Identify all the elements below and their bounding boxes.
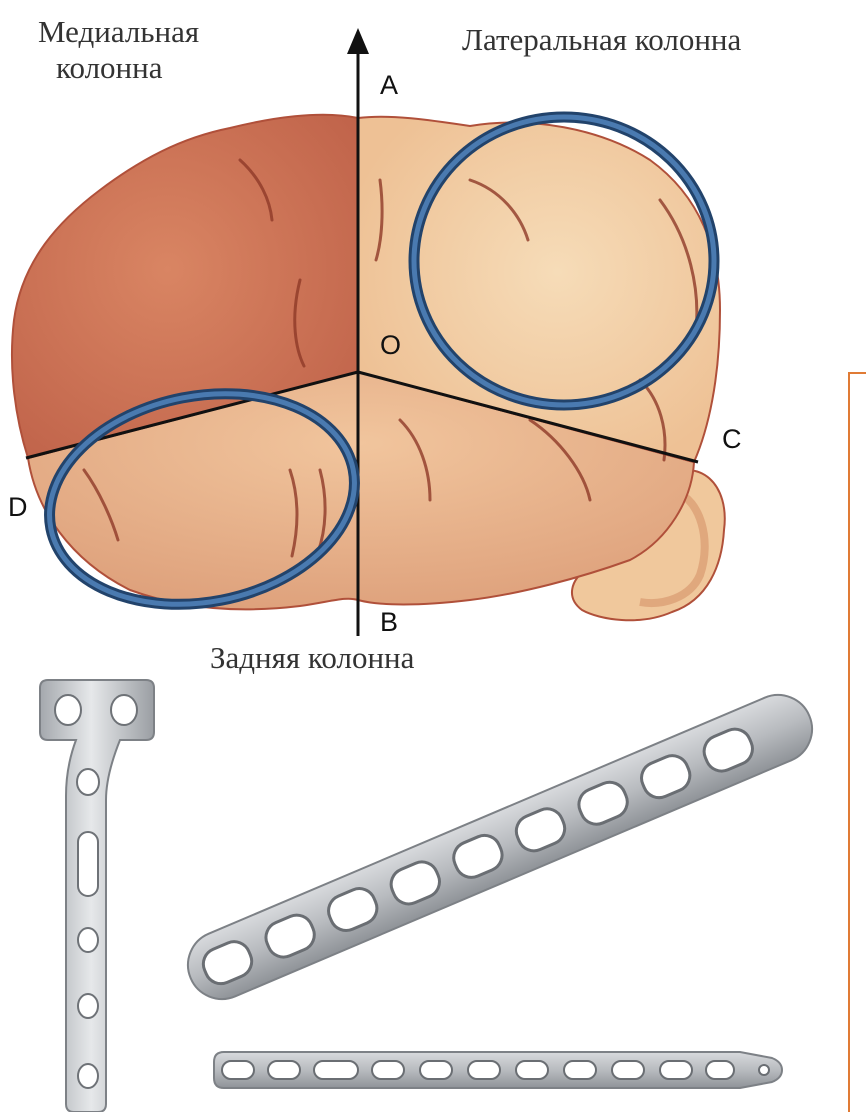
point-a-label: A	[380, 70, 398, 100]
t-plate	[40, 680, 154, 1112]
straight-plate	[214, 1052, 782, 1088]
point-d-label: D	[8, 492, 28, 522]
point-b-label: B	[380, 607, 398, 637]
side-panel-frame	[848, 372, 866, 1112]
arrow-head-icon	[347, 28, 369, 54]
point-o-label: O	[380, 330, 401, 360]
point-c-label: C	[722, 424, 742, 454]
medial-column-label-line2: колонна	[56, 50, 163, 86]
posterior-column-label: Задняя колонна	[210, 640, 414, 676]
medial-column-label: Медиальная	[38, 14, 199, 50]
angled-plate	[177, 684, 822, 1009]
lateral-column-label: Латеральная колонна	[462, 22, 741, 58]
